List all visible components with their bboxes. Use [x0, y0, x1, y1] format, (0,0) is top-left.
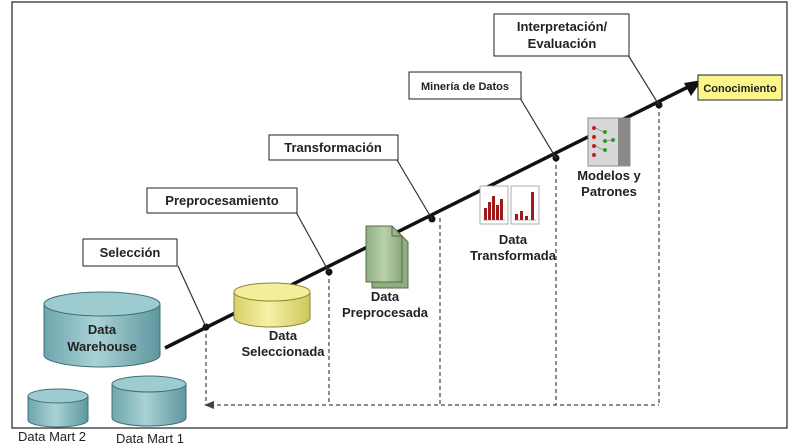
leader-transformacion: [396, 159, 433, 220]
stage-label-mineria: Minería de Datos: [421, 81, 509, 93]
data-transformada-label-line1: Data: [499, 232, 528, 247]
stage-box-interpretacion: [493, 13, 630, 57]
data-seleccionada-label-line2: Seleccionada: [241, 344, 325, 359]
data-mart-2-label: Data Mart 2: [18, 429, 86, 444]
modelos-patrones-graphic: [587, 117, 631, 167]
stage-label-preprocesamiento: Preprocesamiento: [165, 193, 278, 208]
stage-box-seleccion: [82, 238, 178, 267]
data-transformada-label-line2: Transformada: [470, 248, 557, 263]
stage-label-transformacion: Transformación: [284, 140, 382, 155]
leader-mineria: [519, 97, 557, 159]
stage-box-preprocesamiento: [146, 187, 298, 214]
stage-box-mineria: [408, 71, 522, 100]
data-warehouse-cylinder: [43, 291, 161, 368]
data-preprocesada-document: [365, 225, 409, 289]
feedback-lines: [205, 105, 660, 406]
diagram-frame: [11, 1, 788, 429]
data-warehouse-label-line2: Warehouse: [67, 339, 137, 354]
data-seleccionada-label-line1: Data: [269, 328, 298, 343]
modelos-patrones-label-line1: Modelos y: [577, 168, 641, 183]
data-mart-2-cylinder: [27, 388, 89, 428]
data-seleccionada-cylinder: [233, 282, 311, 328]
leader-seleccion: [177, 265, 207, 328]
stage-label-conocimiento: Conocimiento: [703, 83, 777, 95]
stage-label-interpretacion-line1: Interpretación/: [517, 19, 608, 34]
data-preprocesada-label-line1: Data: [371, 289, 400, 304]
data-mart-1-cylinder: [111, 375, 187, 427]
modelos-patrones-label-line2: Patrones: [581, 184, 637, 199]
data-transformada-thumbnails: [479, 185, 540, 225]
leader-interpretacion: [627, 54, 660, 106]
stage-label-interpretacion-line2: Evaluación: [528, 36, 597, 51]
stage-label-seleccion: Selección: [100, 245, 161, 260]
data-preprocesada-label-line2: Preprocesada: [342, 305, 429, 320]
leader-preprocesamiento: [295, 211, 330, 273]
feedback-arrowhead: [204, 401, 214, 409]
data-mart-1-label: Data Mart 1: [116, 431, 184, 446]
callout-leaders: [177, 54, 660, 328]
data-warehouse-label-line1: Data: [88, 322, 117, 337]
stage-box-transformacion: [268, 134, 399, 161]
stage-box-conocimiento: [697, 74, 783, 101]
